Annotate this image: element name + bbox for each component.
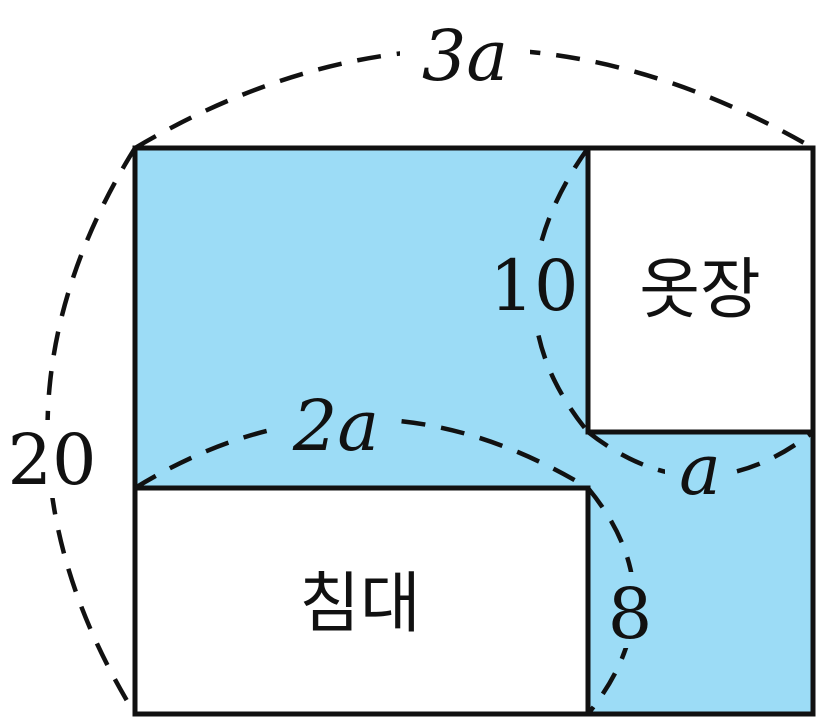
upper-inner-label: 10 [489,245,578,327]
middle-label-mask [280,392,392,462]
wardrobe-box [585,145,816,435]
right-label-mask [665,445,733,505]
room-outline [132,145,816,717]
left-span-label: 20 [7,419,96,501]
top-arc [133,46,815,150]
lower-label-mask [600,572,660,648]
left-label-mask [2,420,102,498]
upper-inner-label-mask [488,246,580,324]
upper-inner-arc [531,146,590,434]
top-span-label: 3a [422,15,508,97]
right-span-label: a [679,429,721,511]
lower-inner-label: 8 [608,573,653,655]
top-label-mask [400,18,530,90]
bed-label: 침대 [299,565,420,642]
wardrobe-label: 옷장 [639,251,760,328]
middle-span-label: 2a [292,385,379,467]
bed-box [132,485,591,717]
middle-arc [133,416,590,490]
